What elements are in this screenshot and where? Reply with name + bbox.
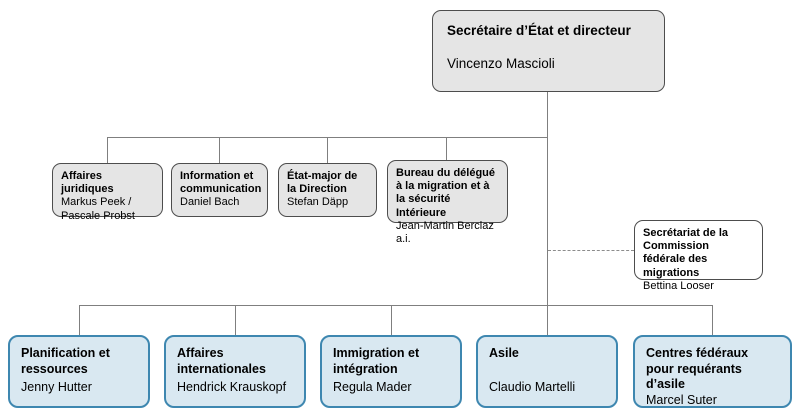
unit-title: Affaires juridiques xyxy=(61,170,114,196)
division-title: Immigration et intégration xyxy=(333,346,420,376)
unit-head-name: Vincenzo Mascioli xyxy=(447,55,555,71)
unit-head-name: Jean-Martin Berclaz a.i. xyxy=(396,219,494,245)
connector-main-vertical xyxy=(547,92,548,335)
org-box-etat-major: État-major de la Direction Stefan Däpp xyxy=(278,163,377,217)
unit-head-name: Daniel Bach xyxy=(180,196,240,209)
connector-staff-drop-4 xyxy=(446,137,447,161)
division-title: Affaires internationales xyxy=(177,346,266,376)
unit-title: Secrétaire d’État et directeur xyxy=(447,23,631,38)
unit-title: Bureau du délégué à la migration et à la… xyxy=(396,167,496,219)
connector-divisions-horizontal xyxy=(79,305,713,306)
division-title: Planification et ressources xyxy=(21,346,110,376)
unit-head-name: Bettina Looser xyxy=(643,279,714,292)
unit-head-name: Markus Peek / Pascale Probst xyxy=(61,196,135,222)
division-head-name: Claudio Martelli xyxy=(489,380,576,395)
connector-staff-drop-1 xyxy=(107,137,108,164)
org-box-bureau-delegue-migration: Bureau du délégué à la migration et à la… xyxy=(387,160,508,245)
unit-title: Information et communication xyxy=(180,170,262,196)
division-title: Centres fédéraux pour requérants d’asile xyxy=(646,346,749,392)
unit-title: État-major de la Direction xyxy=(287,170,358,196)
org-box-immigration-integration: Immigration et intégration Regula Mader xyxy=(320,335,462,408)
division-title: Asile xyxy=(489,346,519,360)
org-box-information-communication: Information et communication Daniel Bach xyxy=(171,163,268,217)
org-box-planification-ressources: Planification et ressources Jenny Hutter xyxy=(8,335,150,408)
unit-title: Secrétariat de la Commission fédérale de… xyxy=(643,227,728,279)
unit-head-name: Stefan Däpp xyxy=(287,196,349,209)
org-box-asile: Asile Claudio Martelli xyxy=(476,335,618,408)
division-head-name: Hendrick Krauskopf xyxy=(177,380,287,395)
connector-staff-drop-2 xyxy=(219,137,220,164)
connector-division-drop-2 xyxy=(235,305,236,335)
division-head-name: Regula Mader xyxy=(333,380,412,395)
connector-division-drop-5 xyxy=(712,305,713,335)
org-box-affaires-internationales: Affaires internationales Hendrick Krausk… xyxy=(164,335,306,408)
connector-commission-dashed xyxy=(548,250,634,251)
connector-division-drop-1 xyxy=(79,305,80,335)
division-head-name: Jenny Hutter xyxy=(21,380,92,395)
division-head-name: Marcel Suter xyxy=(646,392,717,407)
org-box-secretaire-etat: Secrétaire d’État et directeur Vincenzo … xyxy=(432,10,665,92)
connector-division-drop-3 xyxy=(391,305,392,335)
connector-staff-drop-3 xyxy=(327,137,328,164)
org-box-secretariat-commission: Secrétariat de la Commission fédérale de… xyxy=(634,220,763,292)
org-box-centres-federaux: Centres fédéraux pour requérants d’asile… xyxy=(633,335,792,408)
org-box-affaires-juridiques: Affaires juridiques Markus Peek / Pascal… xyxy=(52,163,163,222)
